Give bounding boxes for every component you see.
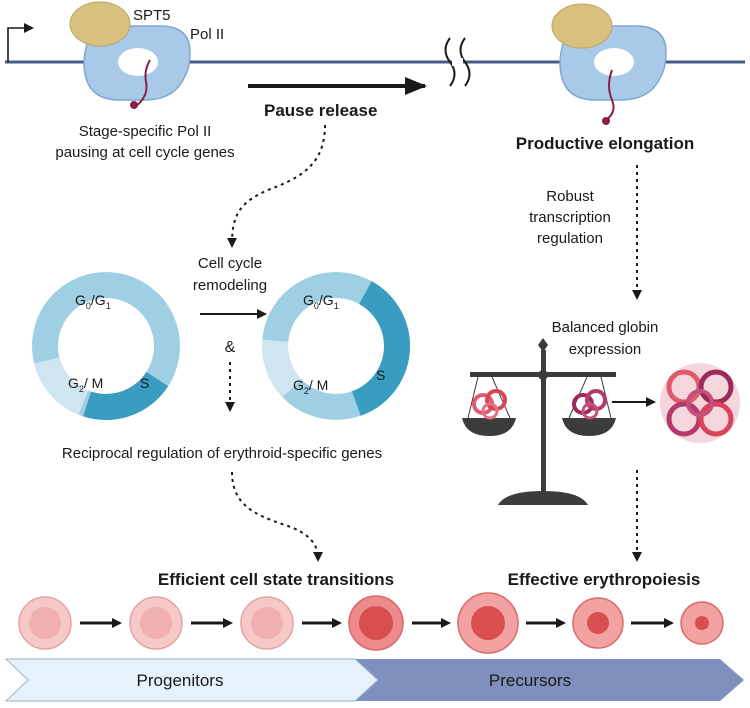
- robust-line2: transcription: [529, 209, 611, 226]
- remodeling-line1: Cell cycle: [198, 255, 262, 272]
- ring2-g2m-label: G2/ M: [293, 377, 328, 396]
- progenitor-cell-2: [129, 596, 183, 650]
- productive-elongation-label: Productive elongation: [516, 134, 695, 153]
- ring2-s-label: S: [376, 367, 385, 383]
- paused-polii-icon: [69, 1, 191, 109]
- hemoglobin-tetramer-icon: [660, 363, 740, 443]
- robust-line1: Robust: [546, 188, 594, 205]
- progenitors-label: Progenitors: [137, 671, 224, 690]
- cells-row: [18, 592, 724, 654]
- globin-chain-right-icon: [572, 389, 607, 420]
- pause-release-label: Pause release: [264, 101, 377, 120]
- precursor-cell-1: [348, 595, 404, 651]
- ring1-s-label: S: [140, 375, 149, 391]
- efficient-transitions-label: Efficient cell state transitions: [158, 570, 394, 589]
- globin-line1: Balanced globin: [552, 319, 659, 336]
- ampersand-label: &: [225, 339, 236, 356]
- dotted-arrow-to-cell-cycle: [227, 124, 326, 248]
- remodeling-line2: remodeling: [193, 277, 267, 294]
- precursors-bar: [350, 659, 744, 701]
- progenitor-cell-1: [18, 596, 72, 650]
- polii-label: Pol II: [190, 26, 224, 43]
- pausing-text-line1: Stage-specific Pol II: [79, 123, 212, 140]
- reciprocal-regulation-label: Reciprocal regulation of erythroid-speci…: [62, 445, 382, 462]
- ring1-g0-label: G0/G1: [75, 292, 111, 311]
- ring1-g2m-label: G2/ M: [68, 375, 103, 394]
- ring2-g0-label: G0/G1: [303, 292, 339, 311]
- pausing-text-line2: pausing at cell cycle genes: [55, 144, 234, 161]
- elongating-polii-icon: [551, 3, 667, 125]
- precursor-cell-3: [572, 597, 624, 649]
- spt5-label: SPT5: [133, 7, 171, 24]
- dna-break-icon: [444, 37, 471, 87]
- dotted-arrow-to-transitions: [231, 471, 323, 562]
- precursor-cell-4: [680, 601, 724, 645]
- balance-scale-icon: [462, 338, 616, 505]
- globin-line2: expression: [569, 341, 642, 358]
- promoter-arrow-icon: [7, 23, 34, 62]
- cell-cycle-ring-before: [32, 272, 180, 420]
- effective-erythropoiesis-label: Effective erythropoiesis: [508, 570, 701, 589]
- precursor-cell-2: [457, 592, 519, 654]
- progenitors-bar: [4, 658, 379, 702]
- precursors-label: Precursors: [489, 671, 571, 690]
- robust-line3: regulation: [537, 230, 603, 247]
- progenitor-cell-3: [240, 596, 294, 650]
- globin-chain-left-icon: [472, 389, 507, 420]
- cell-cycle-ring-after: [262, 272, 410, 420]
